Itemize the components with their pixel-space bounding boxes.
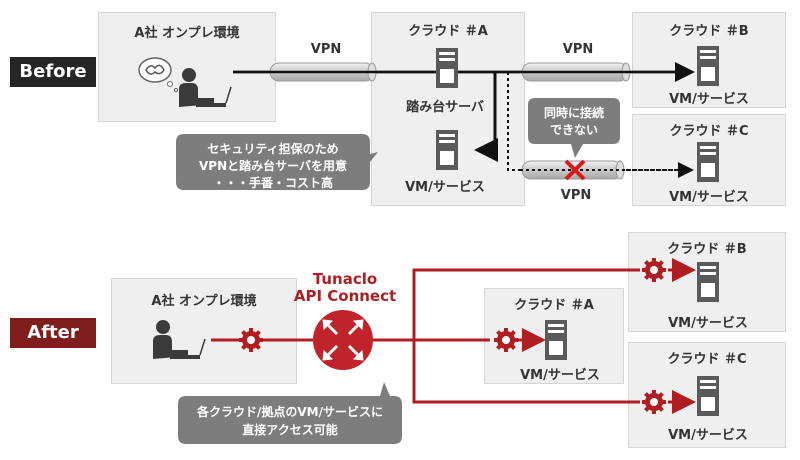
person-at-laptop-icon [179,68,232,107]
before-cloud-c-title: クラウド ＃C [669,124,749,139]
bastion-server-icon [436,48,458,88]
after-cloud-c-vm: VM/サービス [668,428,748,443]
cloud-a-gear-icon [494,328,518,352]
hub-title-2: API Connect [293,287,397,305]
after-onprem-box [111,278,297,384]
after-tag: After [10,318,96,348]
after-callout [178,382,402,444]
hub-title-1: Tunaclo [312,270,378,288]
after-callout-line-2: 直接アクセス可能 [242,423,338,437]
after-cloud-b-vm: VM/サービス [668,316,748,331]
after-cloud-b-server-icon [697,262,719,302]
before-tag: Before [10,57,96,87]
cloud-c-gear-icon [642,390,666,414]
concurrent-callout-line-1: 同時に接続 [543,106,604,120]
before-callout [176,134,378,190]
after-cloud-a-title: クラウド ＃A [514,298,594,313]
before-vpn-right-label: VPN [562,42,594,57]
cloud-a-server-icon [436,130,458,170]
onprem-gear-icon [239,328,263,352]
after-cloud-c-title: クラウド ＃C [667,352,747,367]
concurrent-callout-line-2: できない [549,123,598,137]
router-icon [313,310,373,370]
after-cloud-a-vm: VM/サービス [520,368,600,383]
concurrent-callout [528,98,620,158]
thinking-brain-icon [138,57,178,92]
after-callout-line-1: 各クラウド/拠点のVM/サービスに [197,405,383,419]
after-cloud-c-server-icon [697,376,719,416]
before-callout-line-2: VPNと踏み台サーバを用意 [198,159,347,173]
after-cloud-a-server-icon [545,320,567,360]
cloud-b-gear-icon [642,258,666,282]
before-callout-line-3: ・・・手番・コスト高 [212,176,333,190]
cloud-b-server-icon [697,46,719,86]
before-bastion-label: 踏み台サーバ [406,100,484,115]
after-cloud-b-title: クラウド ＃B [667,242,747,257]
before-cloud-b-vm: VM/サービス [669,92,749,107]
before-cloud-a-vm: VM/サービス [405,180,485,195]
before-onprem-title: A社 オンプレ環境 [134,26,240,41]
before-cloud-b-title: クラウド ＃B [669,24,749,39]
x-mark-icon [564,159,586,181]
before-cloud-c-vm: VM/サービス [669,190,749,205]
before-callout-line-1: セキュリティ担保のため [207,142,339,156]
after-person-at-laptop-icon [153,320,206,359]
cloud-c-server-icon [697,142,719,182]
before-cloud-a-box [371,12,525,206]
after-onprem-title: A社 オンプレ環境 [151,294,257,309]
before-vpn-bottom-label: VPN [560,188,592,203]
before-vpn-left-label: VPN [310,42,342,57]
before-cloud-a-title: クラウド ＃A [408,24,488,39]
